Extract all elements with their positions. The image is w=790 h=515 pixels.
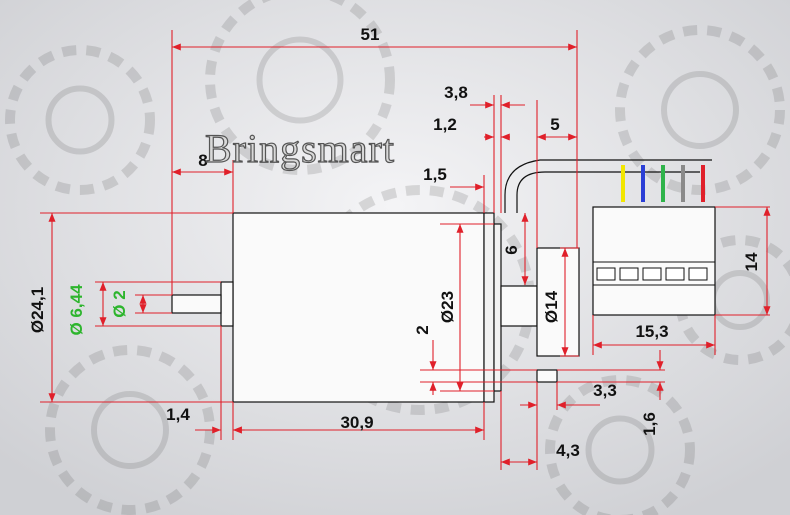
dim-boss-length: 1,4 <box>166 405 190 424</box>
gear-shape <box>205 0 395 175</box>
dim-pin-offset: 2 <box>413 325 432 334</box>
connector-pin-cell <box>596 267 616 281</box>
gear-shape <box>615 25 785 195</box>
dim-shaft-length: 8 <box>198 151 207 170</box>
dim-cable-offset: 5 <box>550 115 559 134</box>
dim-cable-bend: 6 <box>502 245 521 254</box>
connector-pin-cell <box>688 267 708 281</box>
dim-rear-length: 4,3 <box>556 441 580 460</box>
connector <box>592 165 716 316</box>
dim-boss-diameter: Ø 6,44 <box>67 284 86 336</box>
dim-shaft-diameter: Ø 2 <box>110 290 129 317</box>
dim-flange-thickness: 1,2 <box>433 115 457 134</box>
connector-pin-cell <box>665 267 685 281</box>
dim-pin-length: 3,3 <box>593 381 617 400</box>
dim-motor-diameter: Ø24,1 <box>28 287 47 333</box>
connector-pin-cell <box>642 267 662 281</box>
dim-flange-gap: 3,8 <box>444 83 468 102</box>
gear-hub <box>661 71 739 149</box>
gear-hub <box>91 391 169 469</box>
dim-flange-step: 1,5 <box>423 165 447 184</box>
gear-hub <box>585 415 655 485</box>
dim-gear-diameter: Ø14 <box>542 290 561 323</box>
connector-pin-cell <box>619 267 639 281</box>
dim-connector-width: 15,3 <box>635 322 668 341</box>
dim-face-diameter: Ø23 <box>438 291 457 323</box>
gear-shape <box>545 375 695 515</box>
dim-pin-diameter: 1,6 <box>640 412 659 436</box>
gear-shape <box>5 45 155 195</box>
dimension-arrows <box>48 43 771 466</box>
gear-hub <box>256 36 344 124</box>
brand-watermark: Bringsmart <box>205 126 395 171</box>
gear-hub <box>45 85 115 155</box>
dim-connector-height: 14 <box>742 252 761 271</box>
dim-body-length: 30,9 <box>340 413 373 432</box>
wire-bundle <box>621 165 705 202</box>
extension-lines <box>40 30 770 470</box>
dim-total-length: 51 <box>361 25 380 44</box>
